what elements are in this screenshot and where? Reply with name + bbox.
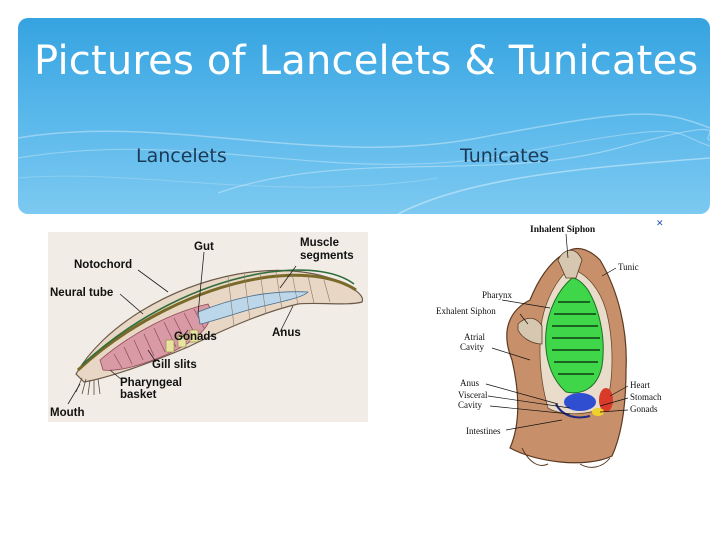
label-atrial-cavity-1: Atrial — [464, 332, 485, 342]
label-exhalent-siphon: Exhalent Siphon — [436, 306, 496, 316]
title-banner — [18, 18, 710, 214]
label-muscle-segments-2: segments — [300, 250, 354, 262]
label-pharyngeal-basket-1: Pharyngeal — [120, 377, 182, 389]
close-marker-icon: ✕ — [656, 220, 664, 229]
lancelet-diagram: Gut Muscle segments Notochord Neural tub… — [48, 232, 368, 422]
label-pharyngeal-basket-2: basket — [120, 389, 157, 401]
label-gonads: Gonads — [630, 404, 658, 414]
label-anus: Anus — [460, 378, 479, 388]
label-neural-tube: Neural tube — [50, 287, 113, 299]
label-atrial-cavity-2: Cavity — [460, 342, 484, 352]
label-visceral-cavity-1: Visceral — [458, 390, 488, 400]
label-visceral-cavity-2: Cavity — [458, 400, 482, 410]
label-mouth: Mouth — [50, 407, 84, 419]
label-gill-slits: Gill slits — [152, 359, 197, 371]
label-stomach: Stomach — [630, 392, 662, 402]
label-notochord: Notochord — [74, 259, 132, 271]
label-pharynx: Pharynx — [482, 290, 512, 300]
slide-title: Pictures of Lancelets & Tunicates — [34, 38, 699, 84]
tunicate-diagram: Inhalent Siphon ✕ Tunic Pharynx Exhalent… — [430, 219, 700, 472]
label-muscle-segments-1: Muscle — [300, 237, 339, 249]
label-gut: Gut — [194, 241, 214, 253]
label-heart: Heart — [630, 380, 650, 390]
subtitle-lancelets: Lancelets — [136, 145, 227, 167]
label-gonads: Gonads — [174, 331, 217, 343]
label-tunic: Tunic — [618, 262, 639, 272]
label-intestines: Intestines — [466, 426, 501, 436]
subtitle-tunicates: Tunicates — [460, 145, 550, 167]
label-inhalent-siphon: Inhalent Siphon — [530, 225, 596, 235]
banner-wave-decoration — [18, 113, 710, 214]
label-anus: Anus — [272, 327, 301, 339]
